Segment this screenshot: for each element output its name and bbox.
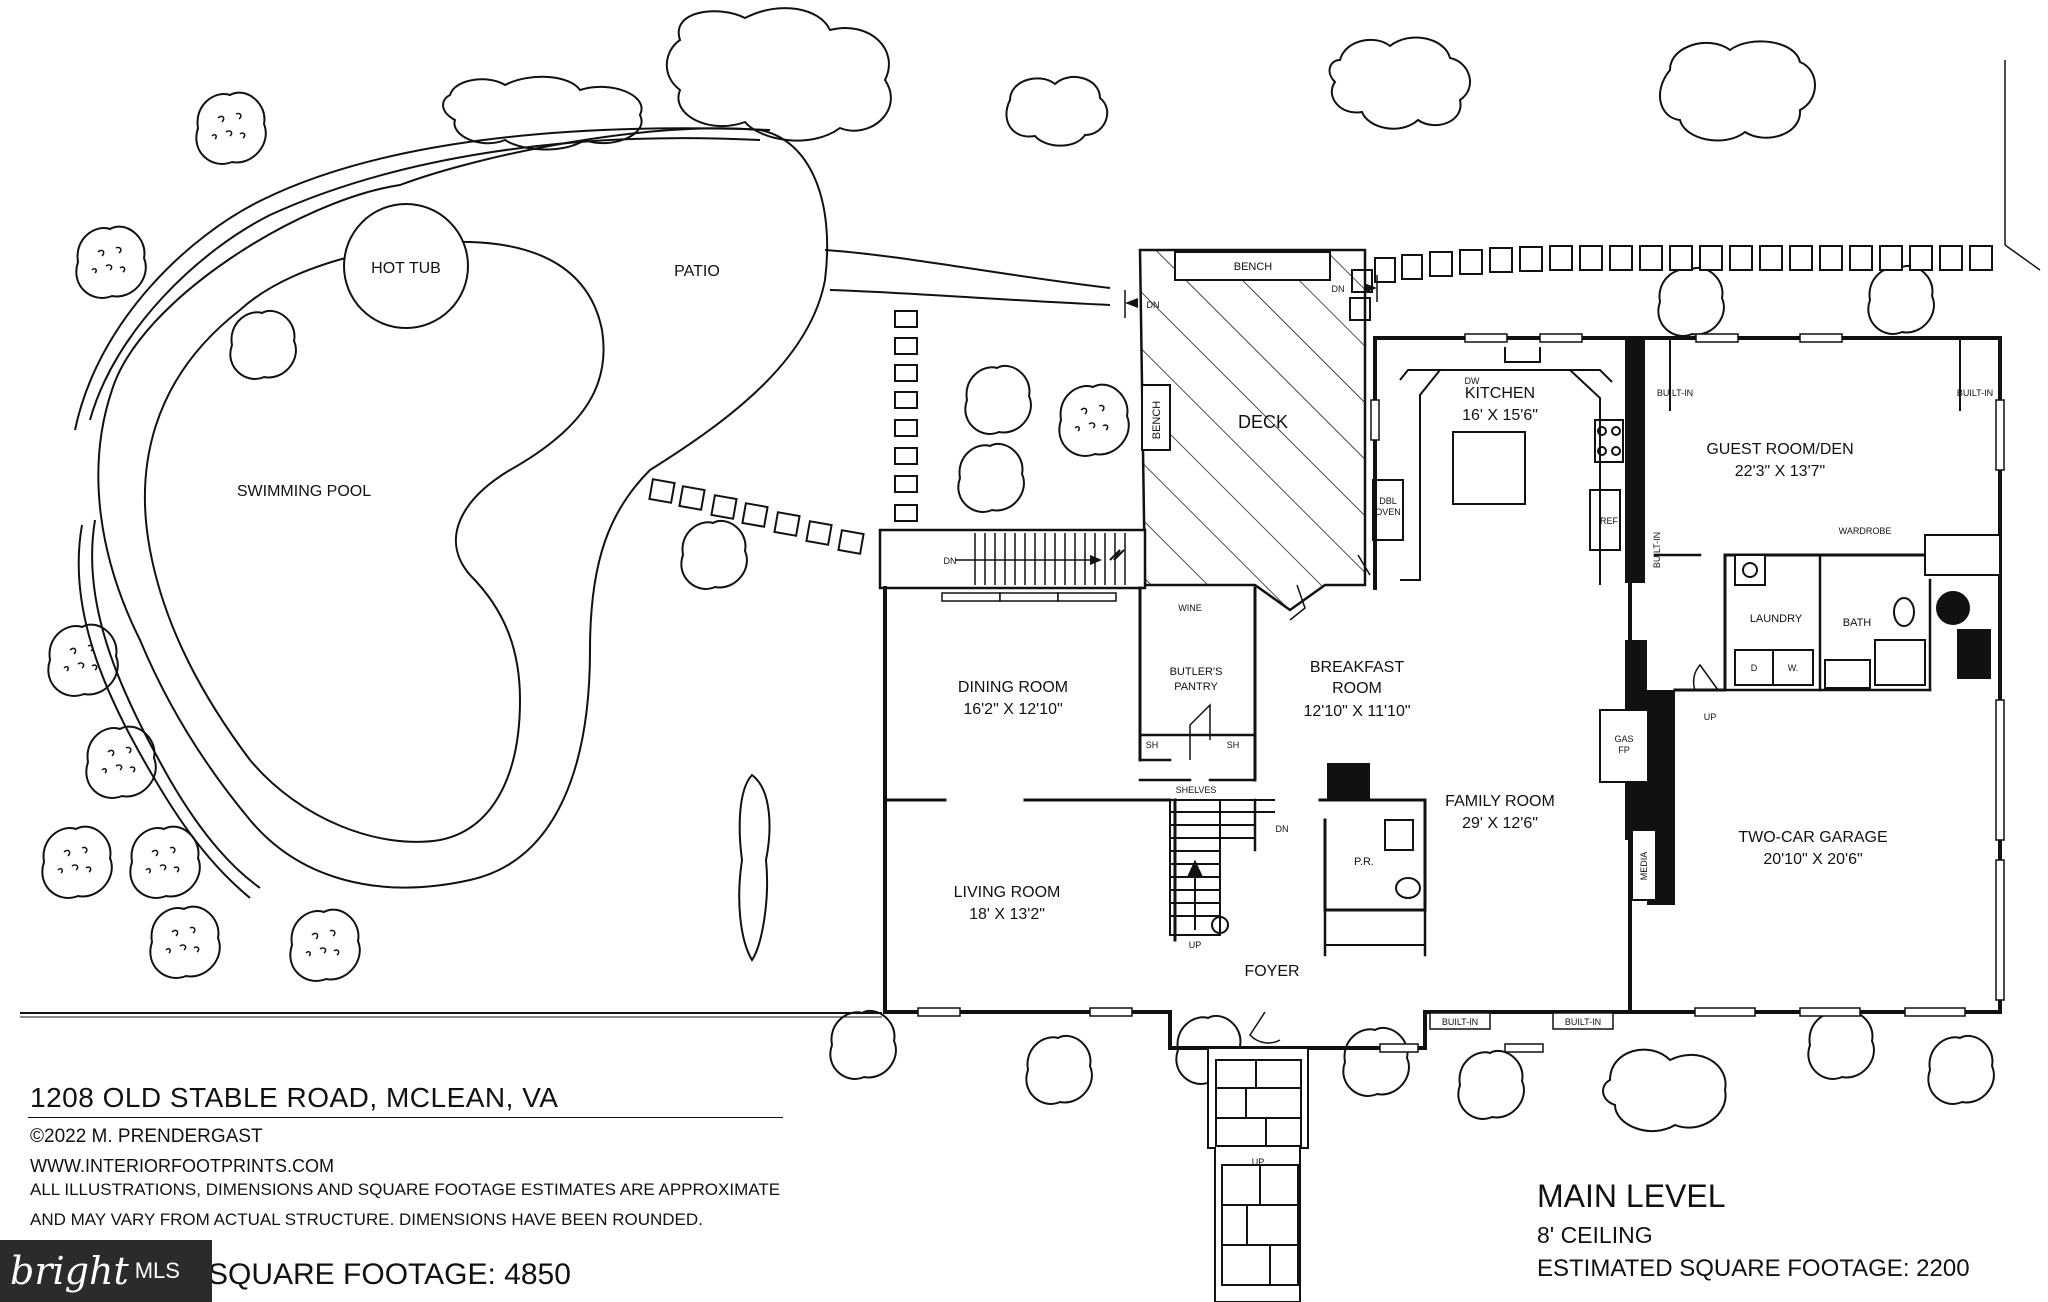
refrigerator-label: REF [1600,516,1619,526]
mls-brand-logo: bright [10,1249,129,1293]
butlers-pantry-label-2: PANTRY [1174,681,1218,693]
dryer-label: D [1751,663,1758,673]
mls-suffix: MLS [134,1258,180,1283]
deck-down-right-label: DN [1332,284,1345,294]
disclaimer-line-1: ALL ILLUSTRATIONS, DIMENSIONS AND SQUARE… [30,1180,781,1199]
room-labels: HOT TUB PATIO SWIMMING POOL DECK BENCH B… [237,260,1891,980]
family-room-label: FAMILY ROOM [1445,793,1555,810]
shelf-right-label: SH [1227,740,1240,750]
kitchen-label: KITCHEN [1465,385,1535,402]
shelves-label: SHELVES [1176,785,1217,795]
built-in-hall-label: BUILT-IN [1652,532,1662,568]
level-square-footage: ESTIMATED SQUARE FOOTAGE: 2200 [1537,1255,1970,1282]
gas-fireplace-label-2: FP [1618,745,1630,755]
gas-fireplace-label: GAS [1614,734,1633,744]
main-stair-down-label: DN [1276,824,1289,834]
main-stair [1169,799,1275,936]
butlers-pantry-label: BUTLER'S [1170,666,1223,678]
pool-area [74,127,1111,899]
washer-label: W. [1788,663,1799,673]
deck [878,248,1378,612]
garage-dim-label: 20'10" X 20'6" [1763,851,1862,868]
two-car-garage-label: TWO-CAR GARAGE [1738,829,1887,846]
total-square-footage: SQUARE FOOTAGE: 4850 [30,1258,571,1292]
wine-label: WINE [1178,603,1202,613]
fixture-labels: DW REF DBL OVEN BUILT-IN BUILT-IN BUILT-… [944,284,1994,1167]
deck-down-left-label: DN [1147,300,1160,310]
kitchen-dim-label: 16' X 15'6" [1462,407,1538,424]
bath-label: BATH [1843,617,1872,629]
copyright-text: ©2022 M. PRENDERGAST [30,1126,263,1147]
powder-room-label: P.R. [1354,856,1374,868]
address-divider [28,1117,783,1118]
hot-tub-label: HOT TUB [371,260,441,277]
property-address: 1208 OLD STABLE ROAD, MCLEAN, VA [30,1082,559,1113]
entry-up-label: UP [1252,1157,1265,1167]
dishwasher-label: DW [1465,376,1480,386]
bath-fixtures [1384,554,1991,899]
dining-room-label: DINING ROOM [958,679,1068,696]
breakfast-room-dim-label: 12'10" X 11'10" [1303,703,1410,720]
breakfast-room-label: BREAKFAST [1310,659,1404,676]
built-in-guest-left-label: BUILT-IN [1657,388,1693,398]
laundry-label: LAUNDRY [1750,613,1803,625]
double-oven-label: DBL [1379,496,1397,506]
double-oven-label-2: OVEN [1375,507,1401,517]
level-title: MAIN LEVEL [1537,1178,1726,1214]
swimming-pool-label: SWIMMING POOL [237,483,371,500]
living-room-label: LIVING ROOM [954,884,1061,901]
door-swings [1189,554,1719,1044]
bench-side-label: BENCH [1151,401,1163,440]
shelf-left-label: SH [1146,740,1159,750]
ceiling-height: 8' CEILING [1537,1222,1653,1248]
disclaimer-line-2: AND MAY VARY FROM ACTUAL STRUCTURE. DIME… [30,1210,703,1229]
windows [917,333,2005,1053]
laundry-up-label: UP [1704,712,1717,722]
dining-room-dim-label: 16'2" X 12'10" [963,701,1062,718]
media-label: MEDIA [1639,852,1649,881]
mls-badge: bright MLS [0,1240,212,1302]
guest-room-dim-label: 22'3" X 13'7" [1735,463,1825,480]
kitchen-counters [1372,347,1624,585]
family-room-dim-label: 29' X 12'6" [1462,815,1538,832]
entry-walk [1207,1047,1309,1302]
built-in-front-2-label: BUILT-IN [1565,1017,1601,1027]
main-stair-up-label: UP [1189,940,1202,950]
deck-label: DECK [1238,412,1288,432]
patio-label: PATIO [674,263,720,280]
breakfast-room-label-2: ROOM [1332,680,1382,697]
wardrobe-label: WARDROBE [1839,526,1892,536]
living-room-dim-label: 18' X 13'2" [969,906,1045,923]
website-text: WWW.INTERIORFOOTPRINTS.COM [30,1156,334,1176]
total-square-footage-text: SQUARE FOOTAGE: 4850 [208,1258,571,1291]
built-in-front-1-label: BUILT-IN [1442,1017,1478,1027]
built-in-guest-right-label: BUILT-IN [1957,388,1993,398]
foyer-label: FOYER [1244,963,1299,980]
stairs-down-label: DN [944,556,957,566]
bench-top-label: BENCH [1234,261,1273,273]
guest-room-label: GUEST ROOM/DEN [1706,441,1853,458]
